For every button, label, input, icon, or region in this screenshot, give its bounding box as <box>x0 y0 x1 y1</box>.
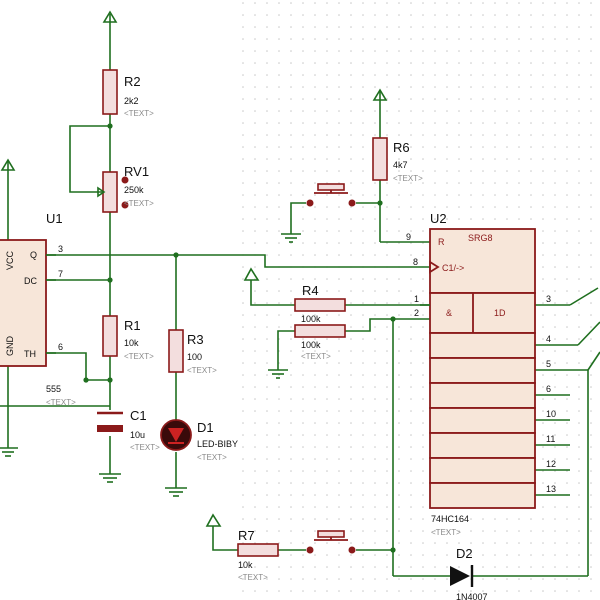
u2-output-pin-6: 6 <box>546 384 551 394</box>
diode-d2[interactable]: D2 1N4007 <box>450 546 488 600</box>
u2-label-r: R <box>438 237 445 247</box>
u2-output-pin-5: 5 <box>546 359 551 369</box>
r3-value: 100 <box>187 352 202 362</box>
r4-ref: R4 <box>302 283 319 298</box>
u2-pin-9: 9 <box>406 232 411 242</box>
u1-pin-dc: DC <box>24 276 37 286</box>
ground-symbol-u1 <box>0 447 18 457</box>
ground-symbol-c1 <box>99 473 121 483</box>
r2-text-placeholder: <TEXT> <box>124 109 154 118</box>
r5-value: 100k <box>301 340 321 350</box>
power-symbol-r7 <box>205 513 222 527</box>
wires <box>0 22 600 577</box>
u1-ref: U1 <box>46 211 63 226</box>
c1-value: 10u <box>130 430 145 440</box>
u2-label-clk: C1/-> <box>442 263 464 273</box>
resistor-r4[interactable]: R4 100k <box>294 283 346 324</box>
rv1-ref: RV1 <box>124 164 149 179</box>
u1-text-placeholder: <TEXT> <box>46 398 76 407</box>
u2-label-d: 1D <box>494 308 506 318</box>
r3-ref: R3 <box>187 332 204 347</box>
u2-output-pin-10: 10 <box>546 409 556 419</box>
u2-title: SRG8 <box>468 233 493 243</box>
r3-text-placeholder: <TEXT> <box>187 366 217 375</box>
pushbutton-reset[interactable] <box>306 183 356 207</box>
d2-ref: D2 <box>456 546 473 561</box>
u2-text-placeholder: <TEXT> <box>431 528 461 537</box>
power-symbol-r2 <box>102 10 118 23</box>
d1-ref: D1 <box>197 420 214 435</box>
u1-pin-7: 7 <box>58 269 63 279</box>
resistor-r6[interactable]: R6 4k7 <TEXT> <box>372 137 423 183</box>
resistor-r1[interactable]: R1 10k <TEXT> <box>102 315 154 361</box>
u2-pin-2: 2 <box>414 308 419 318</box>
potentiometer-rv1[interactable]: RV1 250k <TEXT> <box>97 164 154 213</box>
c1-ref: C1 <box>130 408 147 423</box>
resistor-r2[interactable]: R2 2k2 <TEXT> <box>102 69 154 118</box>
r7-ref: R7 <box>238 528 255 543</box>
c1-text-placeholder: <TEXT> <box>130 443 160 452</box>
u2-ref: U2 <box>430 211 447 226</box>
u1-pin-q: Q <box>30 250 37 260</box>
u1-pin-6: 6 <box>58 342 63 352</box>
ic-u2-74hc164[interactable]: U2 SRG8 R C1/-> & 1D 9 8 1 2 3 4 5 6 10 11 12 1… <box>406 211 556 537</box>
r2-value: 2k2 <box>124 96 139 106</box>
resistor-r7[interactable]: R7 10k <TEXT> <box>237 528 279 582</box>
d2-value: 1N4007 <box>456 592 488 600</box>
resistor-r5[interactable]: 100k <TEXT> <box>294 324 346 361</box>
r7-text-placeholder: <TEXT> <box>238 573 268 582</box>
capacitor-c1[interactable]: C1 10u <TEXT> <box>97 408 160 452</box>
r4-value: 100k <box>301 314 321 324</box>
r6-value: 4k7 <box>393 160 408 170</box>
u2-output-pin-13: 13 <box>546 484 556 494</box>
u2-pin-8: 8 <box>413 257 418 267</box>
u2-label-and: & <box>446 308 452 318</box>
u2-pin-1: 1 <box>414 294 419 304</box>
ic-u1-555[interactable]: U1 VCC DC GND Q TH 3 7 6 555 <TEXT> <box>0 211 76 407</box>
r1-text-placeholder: <TEXT> <box>124 352 154 361</box>
u2-output-pin-4: 4 <box>546 334 551 344</box>
d1-text-placeholder: <TEXT> <box>197 453 227 462</box>
resistor-r3[interactable]: R3 100 <TEXT> <box>168 329 217 375</box>
u1-pin-th: TH <box>24 349 36 359</box>
ground-symbol-d1 <box>165 487 187 497</box>
r5-text-placeholder: <TEXT> <box>301 352 331 361</box>
led-d1[interactable]: D1 LED-BIBY <TEXT> <box>160 419 238 462</box>
r1-value: 10k <box>124 338 139 348</box>
d1-value: LED-BIBY <box>197 439 238 449</box>
u1-pin-3: 3 <box>58 244 63 254</box>
u2-output-pins: 3 4 5 6 10 11 12 13 <box>546 294 556 494</box>
power-symbol-u1 <box>0 158 16 171</box>
u2-output-pin-11: 11 <box>546 434 555 444</box>
u1-part: 555 <box>46 384 61 394</box>
r7-value: 10k <box>238 560 253 570</box>
u1-pin-gnd: GND <box>5 336 15 357</box>
rv1-value: 250k <box>124 185 144 195</box>
u2-part: 74HC164 <box>431 514 469 524</box>
rv1-text-placeholder: <TEXT> <box>124 199 154 208</box>
r6-text-placeholder: <TEXT> <box>393 174 423 183</box>
r2-ref: R2 <box>124 74 141 89</box>
u1-pin-vcc: VCC <box>5 250 15 270</box>
r1-ref: R1 <box>124 318 141 333</box>
pushbutton-data[interactable] <box>306 530 356 554</box>
u2-output-pin-3: 3 <box>546 294 551 304</box>
r6-ref: R6 <box>393 140 410 155</box>
junctions <box>83 123 396 553</box>
u2-output-pin-12: 12 <box>546 459 556 469</box>
